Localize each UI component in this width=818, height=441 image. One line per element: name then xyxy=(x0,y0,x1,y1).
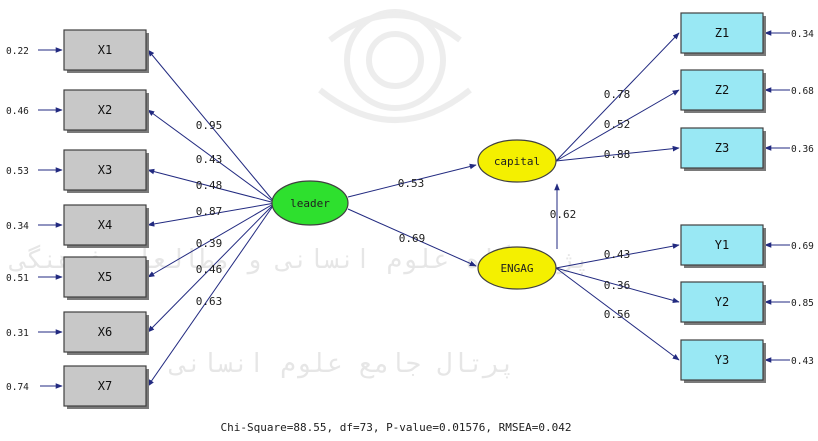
observed-box-z1 xyxy=(680,12,764,54)
loading-arrow-x3 xyxy=(147,168,276,204)
loading-arrow-y3 xyxy=(555,267,680,361)
path-leader-engag xyxy=(347,208,477,267)
path-coef-leader-engag: 0.69 xyxy=(399,232,426,245)
observed-label-x7: X7 xyxy=(98,379,112,393)
error-variance-y1: 0.69 xyxy=(791,241,814,252)
latent-leader-ellipse xyxy=(271,180,349,226)
error-variance-x1: 0.22 xyxy=(6,46,29,57)
observed-box-y3 xyxy=(680,339,764,381)
error-variance-x7: 0.74 xyxy=(6,382,29,393)
latent-engag-label: ENGAG xyxy=(500,262,533,275)
error-variance-y2: 0.85 xyxy=(791,298,814,309)
observed-label-y3: Y3 xyxy=(715,353,729,367)
observed-label-z1: Z1 xyxy=(715,26,729,40)
loading-arrow-y2 xyxy=(555,267,680,304)
error-variance-x4: 0.34 xyxy=(6,221,29,232)
loading-arrow-z2 xyxy=(555,89,680,162)
observed-box-z3 xyxy=(680,127,764,169)
observed-box-x1 xyxy=(63,29,147,71)
observed-label-y2: Y2 xyxy=(715,295,729,309)
error-variance-x3: 0.53 xyxy=(6,166,29,177)
observed-box-x6 xyxy=(63,311,147,353)
loading-x5: 0.39 xyxy=(196,237,223,250)
observed-label-z3: Z3 xyxy=(715,141,729,155)
latent-engag-ellipse xyxy=(477,246,557,290)
observed-label-x6: X6 xyxy=(98,325,112,339)
loading-arrow-y1 xyxy=(555,243,680,269)
latent-leader-label: leader xyxy=(290,197,330,210)
observed-label-x5: X5 xyxy=(98,270,112,284)
path-leader-capital xyxy=(347,163,477,198)
observed-box-x5 xyxy=(63,256,147,298)
fit-statistics: Chi-Square=88.55, df=73, P-value=0.01576… xyxy=(221,421,572,434)
loading-x7: 0.63 xyxy=(196,295,223,308)
observed-box-y2 xyxy=(680,281,764,323)
observed-label-z2: Z2 xyxy=(715,83,729,97)
loading-y3: 0.56 xyxy=(604,308,631,321)
observed-label-y1: Y1 xyxy=(715,238,729,252)
observed-label-x4: X4 xyxy=(98,218,112,232)
error-variance-x5: 0.51 xyxy=(6,273,29,284)
observed-label-x2: X2 xyxy=(98,103,112,117)
loading-arrow-x4 xyxy=(147,202,276,227)
edges: 0.22 0.46 0.53 0.34 0.51 0.31 0.74 0.95 0.43 0.48… xyxy=(6,29,814,393)
path-coef-leader-capital: 0.53 xyxy=(398,177,425,190)
loading-z3: 0.88 xyxy=(604,148,631,161)
observed-label-x3: X3 xyxy=(98,163,112,177)
error-variance-x2: 0.46 xyxy=(6,106,29,117)
latent-capital-ellipse xyxy=(477,139,557,183)
loading-arrow-x1 xyxy=(147,49,276,204)
loading-y1: 0.43 xyxy=(604,248,631,261)
loading-z2: 0.52 xyxy=(604,118,631,131)
loading-arrow-z1 xyxy=(555,32,680,162)
observed-box-x7 xyxy=(63,365,147,407)
watermark-logo xyxy=(318,9,472,123)
observed-box-y1 xyxy=(680,224,764,266)
loading-x4: 0.87 xyxy=(196,205,223,218)
svg-text:پرتال جامع علوم انسانی: پرتال جامع علوم انسانی xyxy=(169,349,515,379)
observed-box-z2 xyxy=(680,69,764,111)
loading-x2: 0.43 xyxy=(196,153,223,166)
error-variance-z2: 0.68 xyxy=(791,86,814,97)
loading-y2: 0.36 xyxy=(604,279,631,292)
observed-box-x4 xyxy=(63,204,147,246)
observed-box-x2 xyxy=(63,89,147,131)
error-variance-z3: 0.36 xyxy=(791,144,814,155)
latent-capital-label: capital xyxy=(494,155,540,168)
path-coef-engag-capital: 0.62 xyxy=(550,208,577,221)
loading-arrow-z3 xyxy=(555,145,680,162)
loading-x6: 0.46 xyxy=(196,263,223,276)
loading-arrow-x2 xyxy=(147,109,276,204)
error-variance-y3: 0.43 xyxy=(791,356,814,367)
loading-x3: 0.48 xyxy=(196,179,223,192)
loading-arrow-x5 xyxy=(147,202,276,278)
loading-arrow-x7 xyxy=(147,202,276,387)
loading-x1: 0.95 xyxy=(196,119,223,132)
observed-label-x1: X1 xyxy=(98,43,112,57)
error-variance-x6: 0.31 xyxy=(6,328,29,339)
loading-arrow-x6 xyxy=(147,202,276,333)
error-variance-z1: 0.34 xyxy=(791,29,814,40)
observed-box-x3 xyxy=(63,149,147,191)
loading-z1: 0.78 xyxy=(604,88,631,101)
